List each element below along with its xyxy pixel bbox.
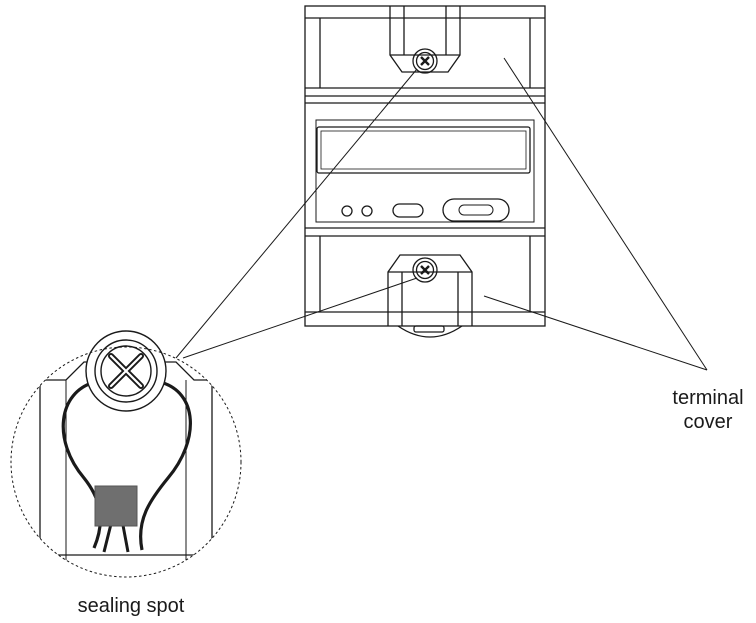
faceplate: [315, 119, 535, 223]
bottom-screw-boss: [387, 254, 473, 326]
bottom-terminal-cover: [305, 235, 545, 338]
sealing-detail-zoom: [10, 330, 242, 578]
top-screw-boss: [389, 6, 461, 73]
indicator-led-2: [361, 205, 373, 217]
leader-top-cover: [503, 57, 708, 371]
sealing-spot-label: sealing spot: [77, 595, 185, 617]
indicator-led-1: [341, 205, 353, 217]
top-terminal-cover: [305, 6, 545, 97]
zoom-circle-outline: [10, 346, 242, 578]
leader-lines: [175, 57, 708, 371]
display-section: [305, 102, 545, 229]
zoomed-screw-icon: [85, 330, 167, 412]
leader-bottom-screw-to-zoom: [182, 277, 418, 359]
leader-bottom-cover: [483, 295, 708, 371]
terminal-cover-label: terminal cover: [652, 386, 756, 434]
leader-top-screw-to-zoom: [175, 68, 418, 359]
lcd-window: [316, 126, 531, 174]
terminal-cover-label-line1: terminal: [672, 387, 744, 409]
top-screw-icon: [412, 48, 438, 74]
pulse-led-slot: [392, 203, 424, 218]
din-rail-clip: [397, 325, 463, 338]
button-slot: [442, 198, 510, 222]
terminal-cover-label-line2: cover: [683, 411, 733, 433]
energy-meter: [304, 5, 546, 338]
bottom-screw-icon: [412, 257, 438, 283]
lead-seal-block: [94, 485, 138, 527]
